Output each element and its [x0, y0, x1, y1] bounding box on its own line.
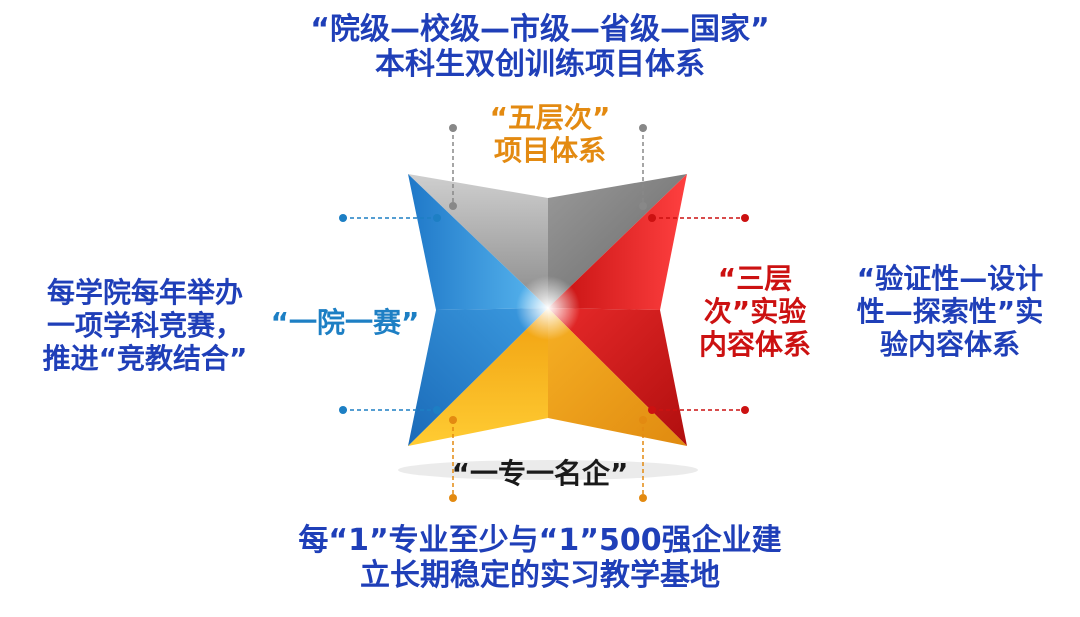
right-label-line: 次”实验: [703, 295, 807, 329]
left-caption-line: 一项学科竞赛，: [46, 309, 243, 343]
right-label-line: 内容体系: [698, 328, 811, 362]
bottom-label-text: “一专一名企”: [451, 457, 629, 490]
bottom-connectors: [452, 420, 644, 498]
right-label: “三层 次”实验 内容体系: [685, 262, 825, 361]
top-caption-line: 本科生双创训练项目体系: [375, 47, 705, 83]
left-caption: 每学院每年举办 一项学科竞赛， 推进“竞教结合”: [10, 276, 280, 375]
left-connectors: [343, 217, 437, 411]
left-caption-line: 每学院每年举办: [46, 276, 243, 309]
right-connector-dots: [648, 214, 749, 414]
right-label-line: “三层: [717, 262, 793, 295]
bottom-caption: 每“1”专业至少与“1”500强企业建 立长期稳定的实习教学基地: [230, 523, 850, 594]
top-connectors: [452, 128, 644, 206]
top-label-line: 项目体系: [493, 134, 606, 168]
top-label: “五层次” 项目体系: [450, 101, 650, 167]
top-connector-dots: [449, 124, 647, 210]
left-caption-line: 推进“竞教结合”: [42, 342, 248, 376]
top-label-line: “五层次”: [489, 101, 611, 134]
left-label-text: “一院一赛”: [270, 306, 420, 339]
diagram-shadow: [398, 460, 698, 480]
bottom-caption-line: 每“1”专业至少与“1”500强企业建: [298, 523, 782, 558]
right-caption-line: “验证性—设计: [856, 262, 1044, 295]
bottom-connector-dots: [449, 416, 647, 502]
left-blue-quadrant: [408, 174, 548, 446]
right-caption-line: 性—探索性”实: [856, 295, 1044, 329]
right-connectors: [652, 217, 745, 411]
bottom-caption-line: 立长期稳定的实习教学基地: [360, 558, 720, 594]
right-caption-line: 验内容体系: [879, 328, 1020, 362]
top-caption: “院级—校级—市级—省级—国家” 本科生双创训练项目体系: [240, 12, 840, 83]
top-caption-line: “院级—校级—市级—省级—国家”: [310, 12, 770, 47]
bottom-label: “一专一名企”: [420, 457, 660, 490]
right-caption: “验证性—设计 性—探索性”实 验内容体系: [830, 262, 1070, 361]
left-connector-dots: [339, 214, 441, 414]
left-label: “一院一赛”: [260, 306, 430, 339]
center-glow: [516, 276, 580, 340]
